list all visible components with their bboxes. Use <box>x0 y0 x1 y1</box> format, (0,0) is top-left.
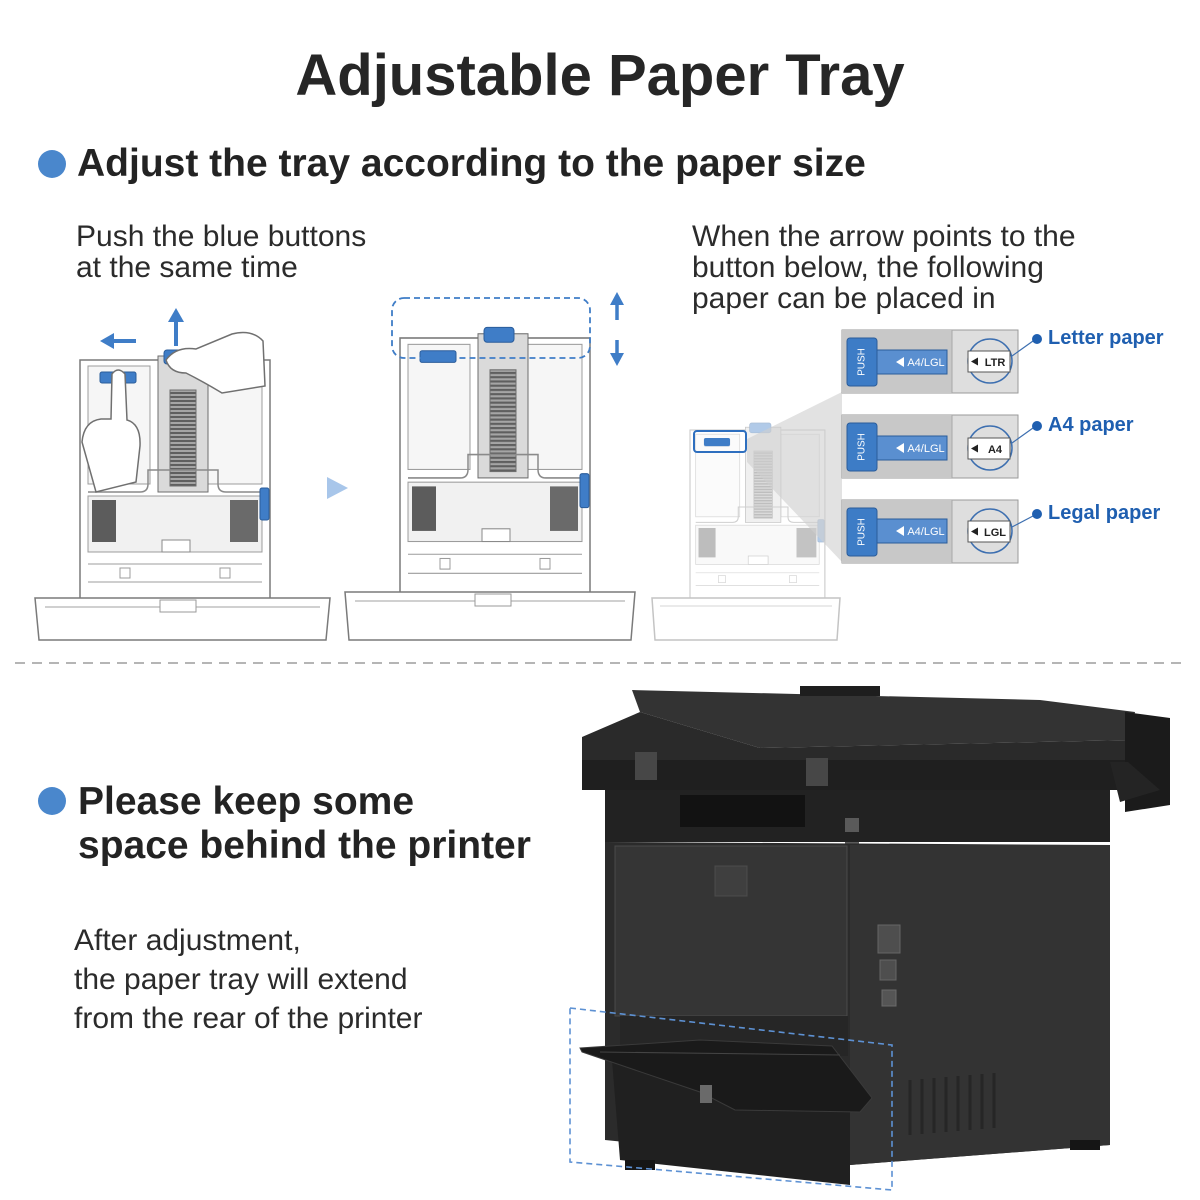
scanner-hinge-right <box>806 758 828 786</box>
indicator-arrow-icon <box>971 444 978 453</box>
indicator-box <box>967 437 1011 460</box>
tray-extension-highlight <box>569 1007 893 1191</box>
paper-label-legal: Legal paper <box>1048 502 1161 524</box>
paper-label-letter: Letter paper <box>1048 327 1164 349</box>
hand-icon <box>165 331 266 394</box>
size-slider <box>876 518 948 544</box>
step-arrow-line: button below, the following <box>692 251 1044 284</box>
slider-arrow-icon <box>896 443 904 453</box>
tray-slot-line <box>599 1051 841 1056</box>
indicator-arrow-icon <box>971 357 978 366</box>
tray-illustration-extend <box>344 292 636 641</box>
space-instructions: After adjustment, the paper tray will ex… <box>74 921 423 1038</box>
scanner-front-band <box>582 760 1130 790</box>
adf-paper-exit <box>800 686 880 696</box>
step-push-line: at the same time <box>76 251 298 284</box>
slider-arrow-icon <box>896 357 904 367</box>
tray-front-handle-2 <box>474 593 512 607</box>
slider-arrow-icon <box>896 526 904 536</box>
push-button-label: PUSH <box>857 518 868 546</box>
space-instructions-line: the paper tray will extend <box>74 963 408 996</box>
printer-foot-right <box>1070 1140 1100 1150</box>
tray-body-2 <box>399 326 591 596</box>
section-heading-space-line: space behind the printer <box>78 824 531 867</box>
indicator-box <box>967 350 1011 373</box>
tray-front-bezel-2 <box>344 591 636 641</box>
arrow-up-icon <box>168 308 184 346</box>
output-cavity <box>680 795 805 827</box>
callout-line <box>1011 515 1034 528</box>
extended-paper-tray <box>579 1039 873 1113</box>
section-heading-space-line: Please keep some <box>78 780 415 823</box>
phone-jack-icon <box>845 818 859 832</box>
slider-label: A4/LGL <box>907 443 944 455</box>
step-push-line: Push the blue buttons <box>76 220 367 253</box>
tray-release-latch <box>700 1085 712 1103</box>
tray-front-bezel-3 <box>651 597 841 641</box>
usb-b-port-icon <box>881 989 897 1007</box>
page-title: Adjustable Paper Tray <box>295 43 905 108</box>
bullet-dot-icon <box>38 150 66 178</box>
bullet-dot-icon <box>1032 509 1042 519</box>
step-arrow-instructions: When the arrow points to the button belo… <box>692 221 1076 314</box>
space-instructions-line: After adjustment, <box>74 924 301 957</box>
tray-illustration-push <box>34 308 331 641</box>
bullet-dot-icon <box>1032 334 1042 344</box>
step-arrow-line: When the arrow points to the <box>692 220 1076 253</box>
magnify-projection <box>747 392 842 562</box>
indicator-button-small <box>704 438 730 446</box>
arrow-left-icon <box>100 333 136 349</box>
paper-label-a4: A4 paper <box>1048 414 1134 436</box>
arrow-up-down-icon <box>610 292 624 366</box>
push-button-label: PUSH <box>857 348 868 376</box>
bullet-dot-icon <box>38 787 66 815</box>
tray-front-bezel-1 <box>34 597 331 641</box>
hand-icon <box>81 369 141 493</box>
slider-label: A4/LGL <box>907 526 944 538</box>
usb-port-icon <box>879 959 897 981</box>
size-inset-a4: PUSH A4/LGL A4 <box>841 414 1042 479</box>
vent-grille <box>908 1073 996 1135</box>
indicator-label: LGL <box>984 527 1006 539</box>
indicator-label: A4 <box>988 444 1003 456</box>
section-heading-adjust: Adjust the tray according to the paper s… <box>77 142 866 185</box>
callout-line <box>1011 340 1034 357</box>
size-inset-legal: PUSH A4/LGL LGL <box>841 499 1042 564</box>
indicator-highlight <box>693 430 747 453</box>
indicator-box <box>967 520 1011 543</box>
printer-foot-left <box>625 1160 655 1170</box>
size-slider <box>876 349 948 375</box>
slider-label: A4/LGL <box>907 357 944 369</box>
control-panel-arm <box>1110 762 1160 802</box>
printer-side-panel <box>850 845 1110 1165</box>
printer-rear-view <box>569 686 1170 1191</box>
scanner-hinge-left <box>635 752 657 780</box>
tray-illustration-indicator <box>651 392 842 641</box>
callout-line <box>1011 427 1034 444</box>
size-slider <box>876 435 948 461</box>
push-button-label: PUSH <box>857 433 868 461</box>
bullet-dot-icon <box>1032 421 1042 431</box>
section-heading-space: Please keep some space behind the printe… <box>78 780 531 868</box>
ethernet-port-icon <box>877 924 901 954</box>
size-inset-letter: PUSH A4/LGL LTR <box>841 329 1042 394</box>
step-arrow-line: paper can be placed in <box>692 282 996 315</box>
step-push-instructions: Push the blue buttons at the same time <box>76 221 366 283</box>
extension-highlight <box>391 297 591 359</box>
next-arrow-icon <box>327 477 348 499</box>
space-instructions-line: from the rear of the printer <box>74 1002 423 1035</box>
indicator-label: LTR <box>985 357 1006 369</box>
indicator-arrow-icon <box>971 527 978 536</box>
rear-door-handle <box>714 865 748 897</box>
tray-front-handle-1 <box>159 599 197 613</box>
adf-lid <box>632 690 1135 748</box>
